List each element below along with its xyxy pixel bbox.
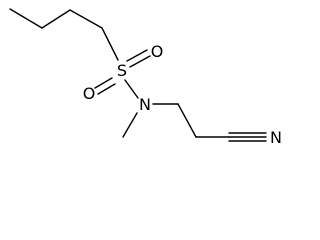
bond-c1-c2 — [9, 8, 43, 29]
molecule-structure-diagram: S O O N N — [9, 8, 282, 147]
atom-nitrogen-amine: N — [139, 95, 151, 114]
bond-s-o-bottom-b — [97, 83, 116, 95]
bond-ch2-ch2 — [177, 103, 197, 138]
bond-s-o-top-b — [129, 55, 151, 68]
bond-n-methyl — [122, 112, 138, 138]
bond-c2-c3 — [41, 9, 71, 29]
atom-oxygen-bottom: O — [83, 84, 96, 103]
atom-nitrogen-nitrile: N — [270, 128, 282, 147]
atom-sulfur: S — [117, 61, 127, 80]
bond-s-o-top-a — [126, 49, 148, 62]
bond-c4-s — [101, 27, 119, 61]
bond-c3-c4 — [69, 9, 103, 29]
bond-s-o-bottom-a — [94, 77, 113, 89]
atom-oxygen-top: O — [151, 42, 164, 61]
bond-s-n — [124, 79, 139, 99]
